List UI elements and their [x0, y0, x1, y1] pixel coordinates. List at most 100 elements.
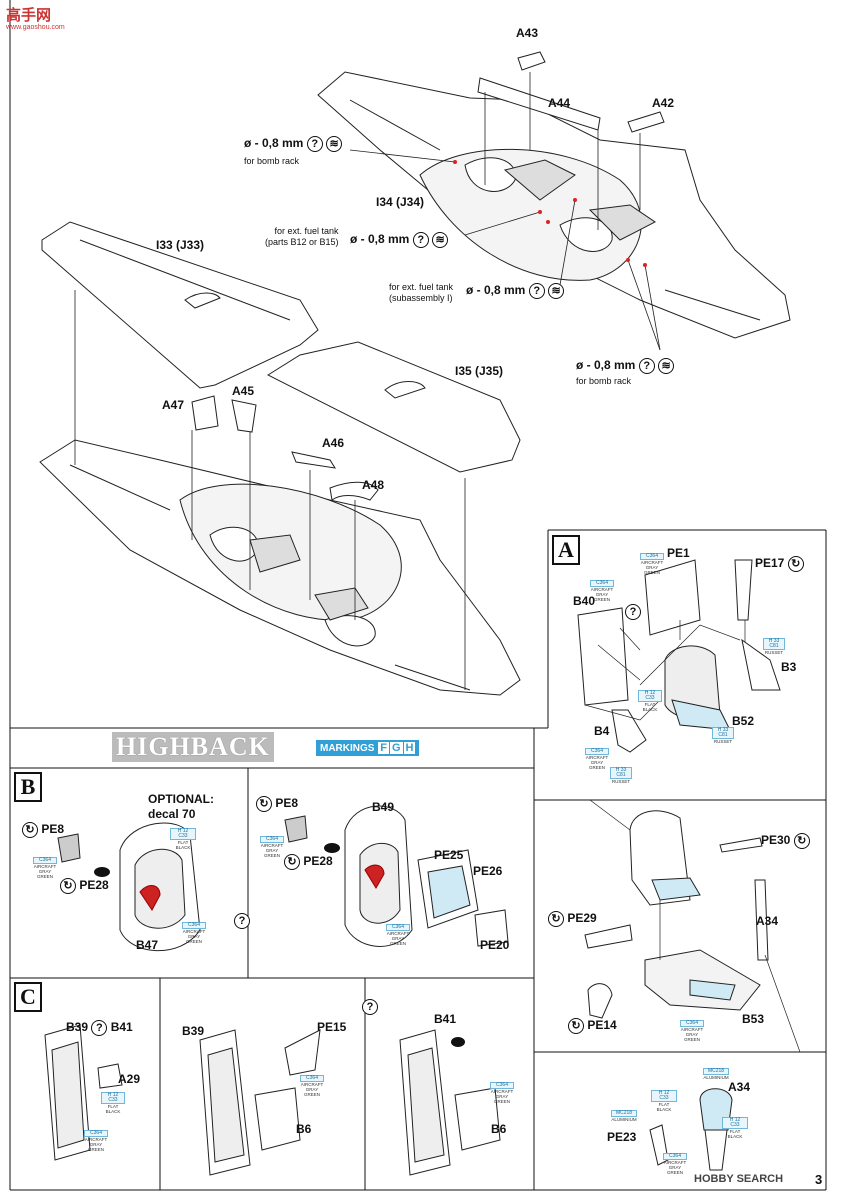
- drill-icon: ≋: [658, 358, 675, 374]
- question-icon: ?: [625, 603, 641, 621]
- part-label: PE1: [667, 546, 690, 560]
- part-label: A44: [548, 96, 571, 110]
- rotate-icon: ↻: [284, 854, 300, 870]
- part-label: ↻ PE29: [548, 911, 597, 927]
- rotate-icon: ↻: [793, 833, 810, 849]
- part-label: B40: [573, 594, 596, 608]
- part-label: PE23: [607, 1130, 637, 1144]
- part-label: B6: [491, 1122, 507, 1136]
- drill-note: ø - 0,8 mm ? ≋: [244, 136, 343, 152]
- part-label: B52: [732, 714, 755, 728]
- part-label: PE20: [480, 938, 510, 952]
- part-label: B39: [182, 1024, 205, 1038]
- question-icon: ?: [412, 232, 429, 248]
- part-label: ↻ PE8: [22, 822, 64, 838]
- question-icon: ?: [306, 136, 323, 152]
- question-icon: ?: [91, 1020, 108, 1036]
- part-label: A47: [162, 398, 185, 412]
- highback-banner: HIGHBACK: [112, 732, 274, 762]
- part-label: A34: [728, 1080, 751, 1094]
- part-label: B49: [372, 800, 395, 814]
- part-label: B3: [781, 660, 797, 674]
- watermark-logo: 高手网: [6, 7, 52, 24]
- question-icon: ?: [528, 283, 545, 299]
- part-label: I33 (J33): [156, 238, 205, 252]
- drill-note: ø - 0,8 mm ? ≋: [466, 283, 565, 299]
- part-label: A45: [232, 384, 255, 398]
- section-label-c: C: [14, 982, 42, 1012]
- rotate-icon: ↻: [22, 822, 38, 838]
- drill-note-text: for ext. fuel tank (subassembly I): [389, 282, 454, 303]
- part-label: A43: [516, 26, 539, 40]
- part-label: B39 ? B41: [66, 1020, 133, 1036]
- optional-note: OPTIONAL: decal 70: [148, 792, 214, 821]
- drill-icon: ≋: [548, 283, 565, 299]
- part-label: PE26: [473, 864, 503, 878]
- part-label: B53: [742, 1012, 765, 1026]
- part-label: PE25: [434, 848, 464, 862]
- part-label: ↻ PE14: [568, 1018, 617, 1034]
- watermark-hobbysearch: HOBBY SEARCH: [694, 1173, 784, 1185]
- part-label: I34 (J34): [376, 195, 425, 209]
- part-label: PE17 ↻: [755, 556, 804, 572]
- question-icon: ?: [234, 912, 250, 930]
- section-label-a: A: [552, 535, 580, 565]
- question-icon: ?: [638, 358, 655, 374]
- part-label: A42: [652, 96, 675, 110]
- rotate-icon: ↻: [60, 878, 76, 894]
- part-label: B4: [594, 724, 610, 738]
- drill-note: ø - 0,8 mm ? ≋: [576, 358, 675, 374]
- page-number: 3: [815, 1172, 823, 1187]
- part-label: B47: [136, 938, 159, 952]
- part-label: ↻ PE8: [256, 796, 298, 812]
- rotate-icon: ↻: [787, 556, 804, 572]
- watermark-url: www.gaoshou.com: [6, 24, 65, 31]
- part-label: A46: [322, 436, 345, 450]
- drill-icon: ≋: [326, 136, 343, 152]
- part-label: A34: [756, 914, 779, 928]
- part-label: PE15: [317, 1020, 347, 1034]
- section-label-b: B: [14, 772, 42, 802]
- drill-note-text: for bomb rack: [244, 156, 300, 166]
- part-label: ↻ PE28: [284, 854, 333, 870]
- part-label: ↻ PE28: [60, 878, 109, 894]
- part-label: PE30 ↻: [761, 833, 810, 849]
- rotate-icon: ↻: [568, 1018, 584, 1034]
- drill-note-text: for bomb rack: [576, 376, 632, 386]
- drill-note-text: for ext. fuel tank (parts B12 or B15): [265, 226, 339, 247]
- drill-note: ø - 0,8 mm ? ≋: [350, 232, 449, 248]
- rotate-icon: ↻: [256, 796, 272, 812]
- part-label: B41: [434, 1012, 457, 1026]
- part-label: I35 (J35): [455, 364, 504, 378]
- question-icon: ?: [362, 998, 378, 1016]
- drill-icon: ≋: [432, 232, 449, 248]
- part-label: B6: [296, 1122, 312, 1136]
- part-label: A48: [362, 478, 385, 492]
- rotate-icon: ↻: [548, 911, 564, 927]
- part-label: A29: [118, 1072, 141, 1086]
